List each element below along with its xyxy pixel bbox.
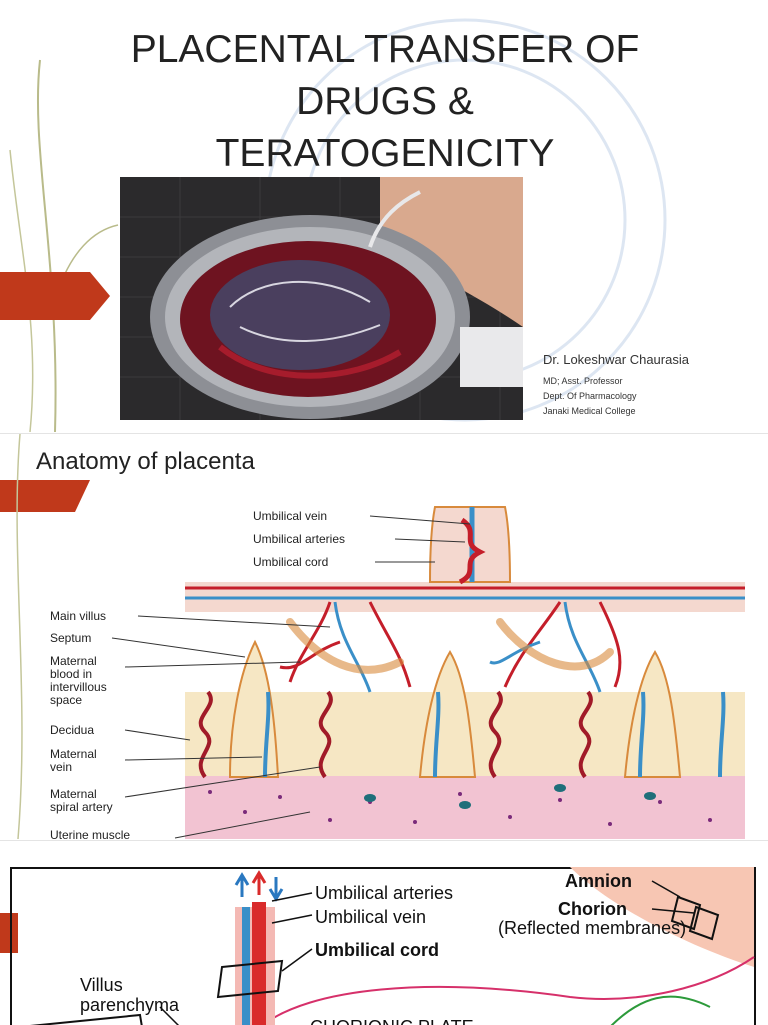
placenta-photo <box>120 177 523 420</box>
slide-heading: Anatomy of placenta <box>36 448 255 475</box>
label-spiral-artery-2: spiral artery <box>50 800 113 814</box>
author-degree: MD; Asst. Professor <box>543 376 623 386</box>
label-chorionic-plate: CHORIONIC PLATE <box>310 1017 474 1025</box>
author-name: Dr. Lokeshwar Chaurasia <box>543 352 689 367</box>
accent-bar <box>0 480 90 512</box>
label-villus-2: parenchyma <box>80 995 180 1015</box>
title-line-3: TERATOGENICITY <box>215 132 555 175</box>
label-maternal-vein-2: vein <box>50 760 72 774</box>
label-maternal-blood-3: intervillous <box>50 680 107 694</box>
label-spiral-artery-1: Maternal <box>50 787 97 801</box>
anatomy-slide: Anatomy of placenta <box>0 433 768 839</box>
decorative-stem <box>16 434 23 839</box>
label-decidua: Decidua <box>50 723 94 737</box>
label-maternal-blood-1: Maternal <box>50 654 97 668</box>
label-umbilical-arteries: Umbilical arteries <box>253 532 345 546</box>
label-umbilical-vein: Umbilical vein <box>253 509 327 523</box>
label-septum: Septum <box>50 631 91 645</box>
label-umbilical-cord: Umbilical cord <box>315 940 439 960</box>
label-villus-1: Villus <box>80 975 123 995</box>
label-umbilical-vein: Umbilical vein <box>315 907 426 927</box>
placenta-detail-slide: Umbilical arteries Umbilical vein Umbili… <box>0 840 768 1025</box>
author-department: Dept. Of Pharmacology <box>543 391 637 401</box>
accent-arrow-tab <box>0 272 110 320</box>
label-umbilical-cord: Umbilical cord <box>253 555 328 569</box>
label-uterine-muscle: Uterine muscle <box>50 828 130 839</box>
label-maternal-blood-2: blood in <box>50 667 92 681</box>
author-institution: Janaki Medical College <box>543 406 636 416</box>
label-reflected-membranes: (Reflected membranes) <box>498 918 686 938</box>
title-line-1: PLACENTAL TRANSFER OF <box>130 28 640 71</box>
placenta-detail-diagram: Umbilical arteries Umbilical vein Umbili… <box>10 867 756 1025</box>
title-slide: PLACENTAL TRANSFER OF DRUGS & TERATOGENI… <box>0 0 768 432</box>
accent-bar <box>0 913 18 953</box>
label-maternal-blood-4: space <box>50 693 82 707</box>
author-block: Dr. Lokeshwar Chaurasia MD; Asst. Profes… <box>543 352 689 419</box>
label-main-villus: Main villus <box>50 609 106 623</box>
slide-title: PLACENTAL TRANSFER OF DRUGS & TERATOGENI… <box>60 24 710 180</box>
title-line-2: DRUGS & <box>296 80 474 123</box>
label-amnion: Amnion <box>565 871 632 891</box>
placenta-anatomy-diagram: Umbilical vein Umbilical arteries Umbili… <box>50 506 745 839</box>
label-chorion: Chorion <box>558 899 627 919</box>
label-umbilical-arteries: Umbilical arteries <box>315 883 453 903</box>
label-maternal-vein-1: Maternal <box>50 747 97 761</box>
